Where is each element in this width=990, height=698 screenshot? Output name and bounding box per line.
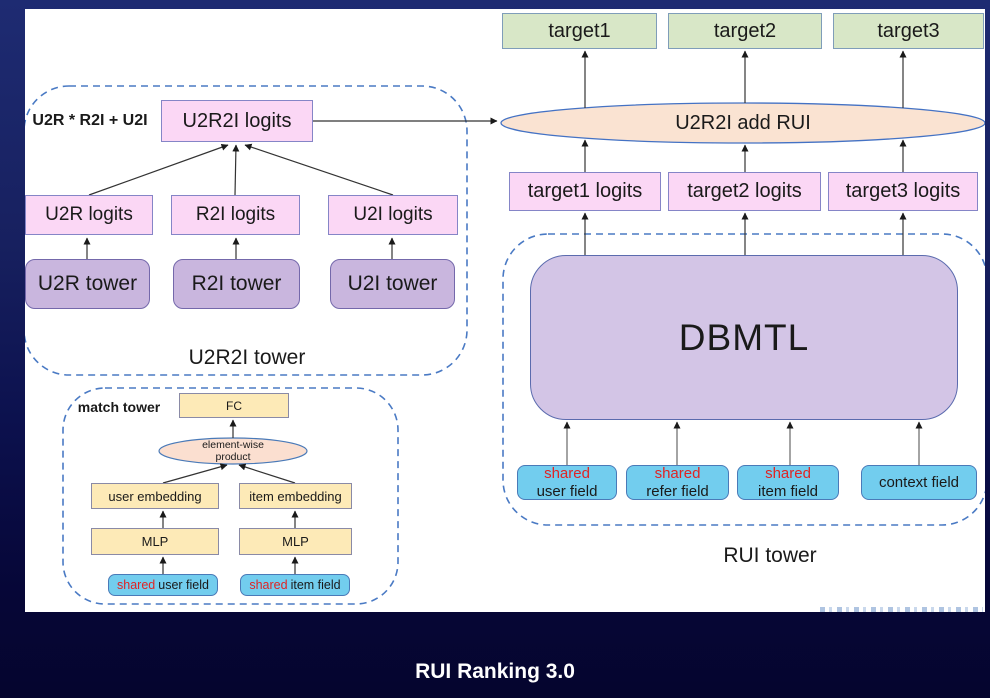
u2r-logits-box: U2R logits: [25, 195, 153, 235]
field-name-text: item field: [290, 578, 341, 592]
match-shared-item-field-box: shared item field: [240, 574, 350, 596]
merge-ellipse-label: U2R2I add RUI: [675, 111, 811, 134]
target1-box: target1: [502, 13, 657, 49]
elementwise-line2: product: [215, 451, 251, 463]
connector-arrows: [83, 50, 907, 574]
diagram-canvas: U2R * R2I + U2I U2R2I logits U2R logits …: [25, 9, 985, 612]
mlp-user-box: MLP: [91, 528, 219, 555]
match-shared-user-field-box: shared user field: [108, 574, 218, 596]
shared-user-field-box: shared user field: [517, 465, 617, 500]
field-name-text: refer field: [646, 482, 709, 500]
target2-logits-box: target2 logits: [668, 172, 821, 211]
shared-text: shared: [117, 578, 156, 592]
merge-ellipse: [500, 102, 985, 144]
shared-text: shared: [654, 464, 701, 482]
context-field-box: context field: [861, 465, 977, 500]
target2-box: target2: [668, 13, 822, 49]
slide-caption: RUI Ranking 3.0: [415, 660, 575, 683]
field-name-text: item field: [757, 482, 819, 500]
elementwise-product-label: element-wise product: [159, 438, 307, 464]
u2r2i-tower-boundary: [25, 85, 468, 376]
elementwise-line1: element-wise: [202, 438, 264, 451]
shared-text: shared: [249, 578, 288, 592]
shared-text: shared: [544, 464, 590, 482]
field-name-text: user field: [536, 482, 598, 500]
u2r2i-logits-box: U2R2I logits: [161, 100, 313, 142]
u2r2i-expression-label: U2R * R2I + U2I: [32, 112, 148, 129]
target1-logits-box: target1 logits: [509, 172, 661, 211]
item-embedding-box: item embedding: [239, 483, 352, 509]
shared-text: shared: [765, 464, 811, 482]
diagram-lines: [25, 50, 985, 605]
r2i-tower-box: R2I tower: [173, 259, 300, 309]
match-tower-label: match tower: [77, 399, 161, 415]
u2i-tower-box: U2I tower: [330, 259, 455, 309]
u2r2i-tower-label: U2R2I tower: [188, 346, 306, 369]
r2i-logits-box: R2I logits: [171, 195, 300, 235]
user-embedding-box: user embedding: [91, 483, 219, 509]
field-name-text: user field: [158, 578, 209, 592]
field-connector-arrows: [563, 421, 923, 465]
field-name-text: context field: [878, 473, 960, 491]
target3-logits-box: target3 logits: [828, 172, 978, 211]
rui-tower-label: RUI tower: [723, 544, 817, 567]
target3-box: target3: [833, 13, 984, 49]
watermark: [820, 607, 983, 612]
shared-refer-field-box: shared refer field: [626, 465, 729, 500]
fc-box: FC: [179, 393, 289, 418]
u2r-tower-box: U2R tower: [25, 259, 150, 309]
shared-item-field-box: shared item field: [737, 465, 839, 500]
match-tower-boundary: [62, 387, 399, 605]
u2i-logits-box: U2I logits: [328, 195, 458, 235]
dbmtl-box: DBMTL: [530, 255, 958, 420]
mlp-item-box: MLP: [239, 528, 352, 555]
